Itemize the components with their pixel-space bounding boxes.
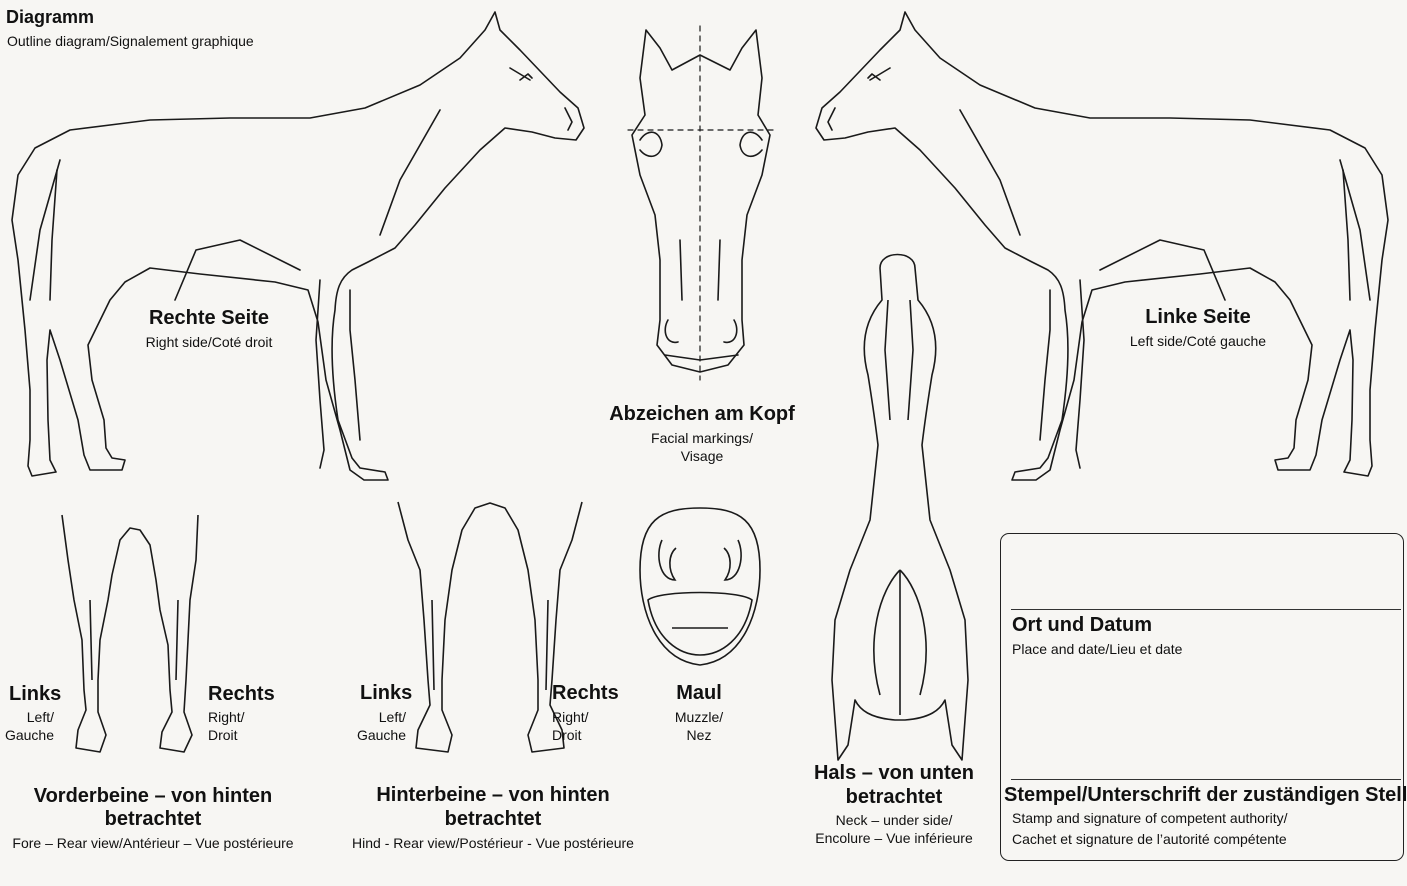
hindlegs-title-1: Hinterbeine – von hinten	[376, 784, 609, 807]
diagram-subtitle: Outline diagram/Signalement graphique	[7, 33, 254, 49]
forelegs-title-2: betrachtet	[105, 808, 202, 831]
head-front-outline	[628, 26, 775, 380]
authority-stamp-box: Ort und Datum Place and date/Lieu et dat…	[1000, 533, 1404, 861]
left-side-horse-outline	[816, 12, 1388, 480]
place-date-subtitle: Place and date/Lieu et date	[1012, 641, 1182, 657]
muzzle-outline	[640, 508, 760, 665]
right-side-title: Rechte Seite	[149, 307, 269, 330]
hindlegs-left-sub-2: Gauche	[330, 727, 406, 743]
head-markings-subtitle-1: Facial markings/	[651, 430, 753, 446]
hindlegs-left-title: Links	[360, 682, 412, 705]
stamp-title: Stempel/Unterschrift der zuständigen Ste…	[1004, 784, 1407, 807]
right-side-subtitle: Right side/Coté droit	[146, 334, 273, 350]
stamp-divider-line	[1011, 779, 1401, 780]
stamp-subtitle-1: Stamp and signature of competent authori…	[1012, 810, 1288, 826]
forelegs-right-sub-1: Right/	[208, 709, 245, 725]
muzzle-subtitle-1: Muzzle/	[675, 709, 723, 725]
forelegs-title-1: Vorderbeine – von hinten	[34, 785, 273, 808]
date-divider-line	[1011, 609, 1401, 610]
head-markings-title: Abzeichen am Kopf	[609, 403, 795, 426]
hindlegs-title-2: betrachtet	[445, 808, 542, 831]
forelegs-left-sub-2: Gauche	[0, 727, 54, 743]
forelegs-left-sub-1: Left/	[0, 709, 54, 725]
stamp-subtitle-2: Cachet et signature de l’autorité compét…	[1012, 831, 1287, 847]
neck-underside-outline	[832, 255, 968, 761]
forelegs-right-sub-2: Droit	[208, 727, 238, 743]
hindlegs-left-sub-1: Left/	[330, 709, 406, 725]
hindlegs-right-sub-1: Right/	[552, 709, 589, 725]
neck-subtitle-2: Encolure – Vue inférieure	[815, 830, 972, 846]
forelegs-rear-outline	[62, 515, 198, 752]
hindlegs-right-sub-2: Droit	[552, 727, 582, 743]
diagram-title: Diagramm	[6, 7, 94, 28]
head-markings-subtitle-2: Visage	[681, 448, 724, 464]
muzzle-subtitle-2: Nez	[687, 727, 712, 743]
forelegs-left-title: Links	[9, 683, 61, 706]
place-date-title: Ort und Datum	[1012, 614, 1152, 637]
muzzle-title: Maul	[676, 682, 722, 705]
hindlegs-subtitle: Hind - Rear view/Postérieur - Vue postér…	[352, 835, 634, 851]
forelegs-right-title: Rechts	[208, 683, 275, 706]
left-side-title: Linke Seite	[1145, 306, 1251, 329]
left-side-subtitle: Left side/Coté gauche	[1130, 333, 1266, 349]
neck-title-2: betrachtet	[846, 786, 943, 809]
hindlegs-right-title: Rechts	[552, 682, 619, 705]
neck-title-1: Hals – von unten	[814, 762, 974, 785]
forelegs-subtitle: Fore – Rear view/Antérieur – Vue postéri…	[12, 835, 293, 851]
right-side-horse-outline	[12, 12, 584, 480]
neck-subtitle-1: Neck – under side/	[836, 812, 953, 828]
